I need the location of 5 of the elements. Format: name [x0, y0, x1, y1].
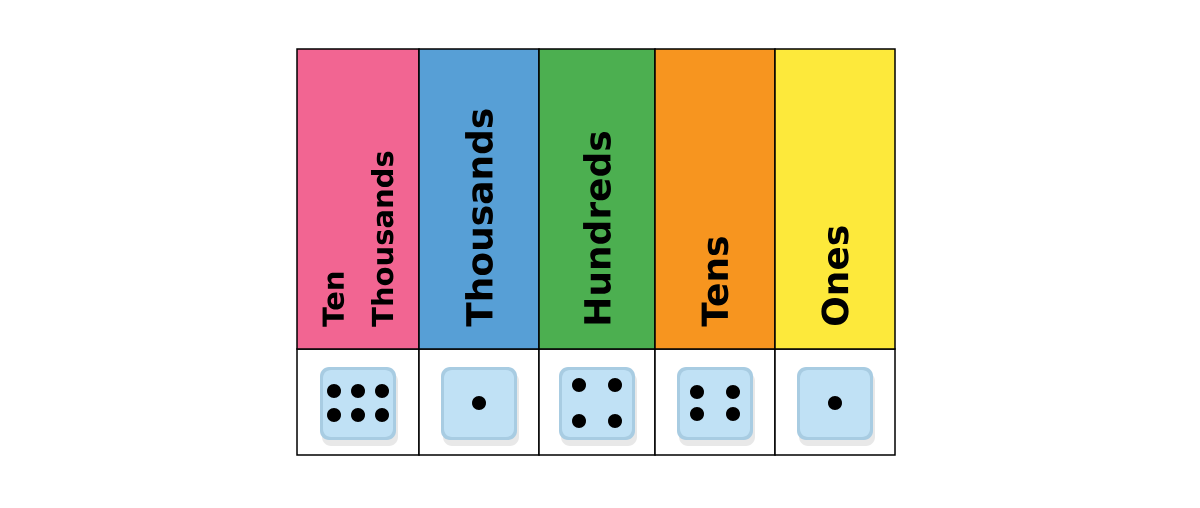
- header-cell: Thousands: [418, 48, 540, 350]
- header-cell: Hundreds: [538, 48, 656, 350]
- header-cell: Ten Thousands: [296, 48, 420, 350]
- header-cell: Tens: [654, 48, 776, 350]
- header-cell: Ones: [774, 48, 896, 350]
